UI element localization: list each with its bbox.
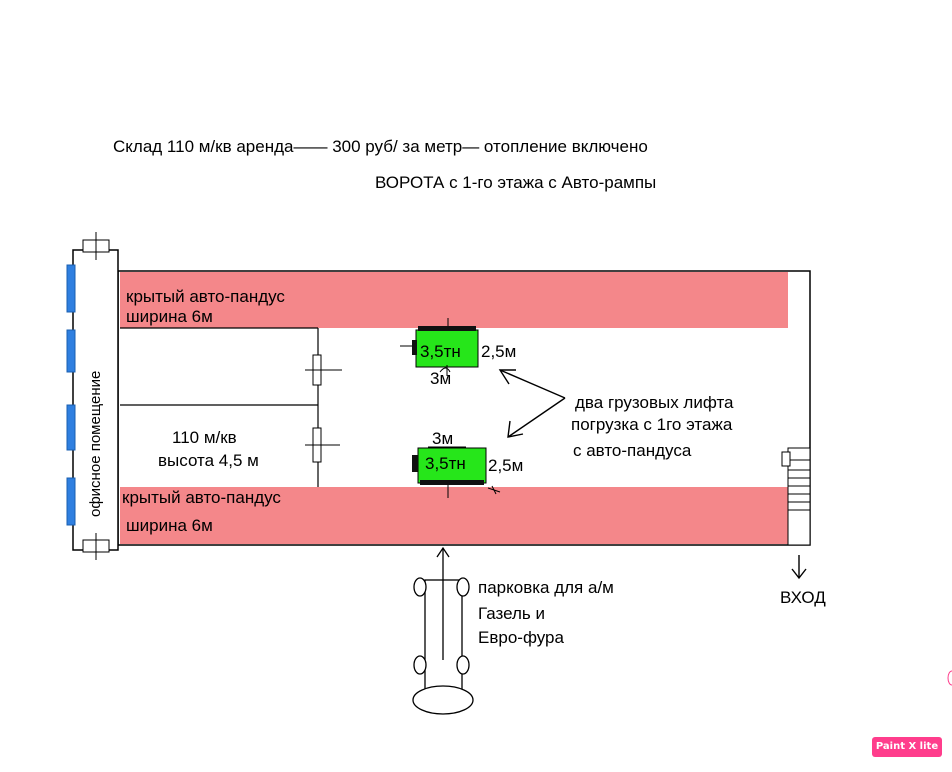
office-window [66, 477, 76, 526]
lift-bottom-capacity: 3,5тн [425, 454, 466, 473]
office-room [72, 249, 119, 551]
office-door-top [82, 232, 110, 260]
office-window [66, 404, 76, 451]
lift-bottom [412, 446, 501, 498]
truck-icon [412, 546, 474, 715]
room-door-upper [305, 354, 342, 386]
ramp-top-line1: крытый авто-пандус [126, 287, 285, 306]
room-door-lower [305, 427, 340, 463]
ramp-top [120, 272, 788, 328]
header-line2: ВОРОТА с 1-го этажа с Авто-рампы [375, 173, 656, 192]
parking-line3: Евро-фура [478, 628, 565, 647]
parking-line1: парковка для а/м [478, 578, 614, 597]
entrance-label: ВХОД [780, 588, 826, 607]
office-door-bottom [82, 533, 110, 560]
lift-top-capacity: 3,5тн [420, 342, 461, 361]
lift-bottom-depth: 3м [432, 429, 453, 448]
lift-top-depth: 3м [430, 369, 451, 388]
lifts-note-line3: с авто-пандуса [573, 441, 692, 460]
ramp-top-line2: ширина 6м [126, 307, 213, 326]
ramp-bottom-line1: крытый авто-пандус [122, 488, 281, 507]
entrance-stairs [781, 447, 811, 546]
lift-top [400, 318, 479, 376]
office-window [66, 329, 76, 373]
ramp-bottom-line2: ширина 6м [126, 516, 213, 535]
header-line1: Склад 110 м/кв аренда—— 300 руб/ за метр… [113, 137, 648, 156]
warehouse-area: 110 м/кв [172, 428, 237, 447]
warehouse-height: высота 4,5 м [158, 451, 259, 470]
parking-line2: Газель и [478, 604, 545, 623]
watermark-badge: Paint X lite [872, 737, 942, 757]
lift-bottom-width: 2,5м [488, 456, 523, 475]
lifts-note-line2: погрузка с 1го этажа [571, 415, 733, 434]
corner-decoration [947, 670, 952, 686]
office-label: офисное помещение [87, 371, 104, 517]
lifts-note-line1: два грузовых лифта [575, 393, 734, 412]
office-window [66, 264, 76, 313]
entrance-arrow [791, 555, 807, 580]
lift-top-width: 2,5м [481, 342, 516, 361]
ramp-bottom [120, 487, 788, 544]
lift-arrows [498, 369, 566, 438]
